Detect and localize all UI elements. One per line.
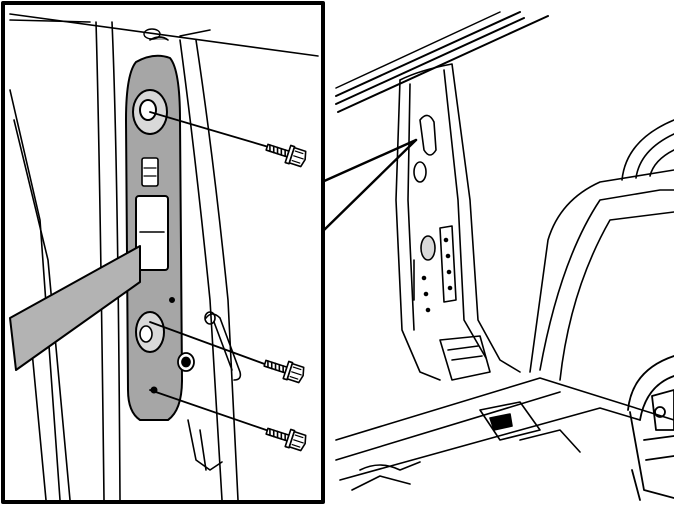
- bolt-upper-icon: [265, 143, 307, 168]
- overview-scene: [335, 11, 674, 501]
- inset-roof-trim: [9, 13, 319, 57]
- detail-callout-leaders: [320, 138, 418, 234]
- bolt-lower-icon: [265, 427, 307, 452]
- roof-edge-lines: [335, 11, 549, 113]
- detail-inset: [1, 1, 325, 504]
- head-restraint: [627, 355, 674, 501]
- bolt-middle-icon: [263, 359, 305, 384]
- wire-clip: [187, 311, 242, 471]
- adjuster-slot: [141, 157, 159, 187]
- b-pillar: [395, 63, 521, 381]
- bolt-leaders: [149, 111, 273, 433]
- belt-guide: [135, 195, 169, 271]
- upper-anchor-hole: [132, 89, 168, 135]
- anchor-nut: [177, 352, 195, 372]
- rear-seat: [529, 119, 674, 381]
- seat-belt-webbing: [9, 245, 141, 371]
- trim-panel: [125, 28, 183, 421]
- inset-pillar: [9, 21, 239, 501]
- floor-sill: [335, 377, 674, 491]
